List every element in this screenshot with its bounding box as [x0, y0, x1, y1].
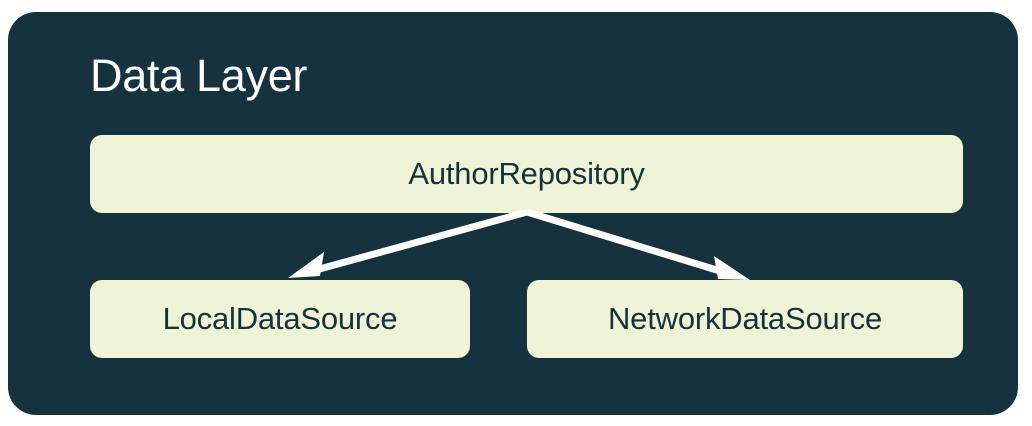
node-author-repository[interactable]: AuthorRepository	[90, 135, 963, 213]
node-local-data-source[interactable]: LocalDataSource	[90, 280, 470, 358]
page-title: Data Layer	[90, 50, 308, 101]
node-network-data-source[interactable]: NetworkDataSource	[527, 280, 963, 358]
node-label-network-data-source: NetworkDataSource	[608, 301, 882, 336]
node-label-author-repository: AuthorRepository	[408, 156, 645, 191]
node-label-local-data-source: LocalDataSource	[162, 301, 398, 336]
